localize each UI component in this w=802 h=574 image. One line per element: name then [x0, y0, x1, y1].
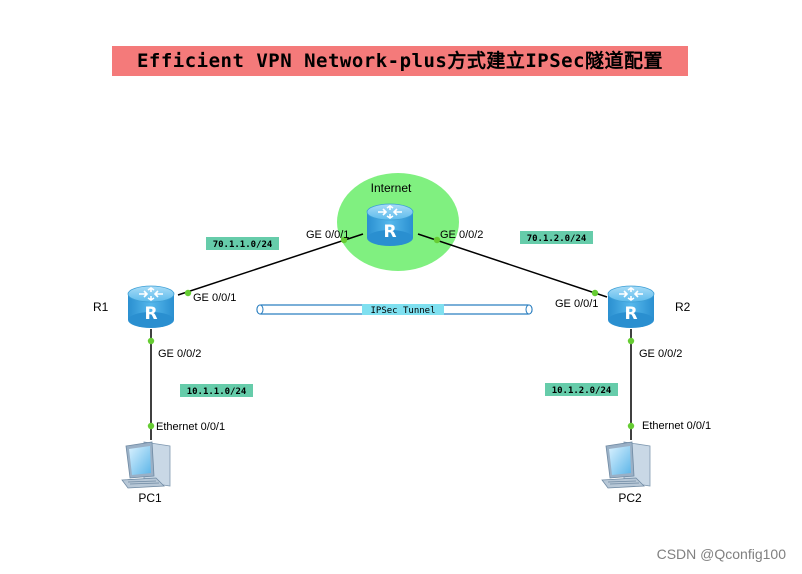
port-pc1	[147, 422, 155, 430]
net-right-lan-text: 10.1.2.0/24	[552, 386, 612, 396]
pc2[interactable]	[601, 441, 651, 489]
if-pc1: Ethernet 0/0/1	[156, 421, 225, 433]
router-r1-label: R1	[93, 300, 109, 314]
watermark: CSDN @Qconfig100	[656, 546, 786, 562]
port-r1-up	[184, 289, 192, 297]
port-net-right	[433, 236, 441, 244]
internet-label: Internet	[371, 181, 412, 195]
router-r2[interactable]: R	[607, 285, 655, 329]
router-r2-label: R2	[675, 300, 691, 314]
net-right-wan: 70.1.2.0/24	[520, 231, 593, 244]
router-r2-glyph: R	[624, 304, 637, 324]
port-net-left	[340, 236, 348, 244]
links	[150, 233, 632, 440]
diagram-title: Efficient VPN Network-plus方式建立IPSec隧道配置	[112, 46, 688, 76]
router-r1-glyph: R	[144, 304, 157, 324]
net-left-lan-text: 10.1.1.0/24	[187, 387, 247, 397]
pc1-label: PC1	[138, 491, 162, 505]
port-r2-up	[591, 289, 599, 297]
link-internet-r2	[417, 233, 608, 298]
net-right-wan-text: 70.1.2.0/24	[527, 234, 587, 244]
pc2-label: PC2	[618, 491, 642, 505]
if-net-left: GE 0/0/1	[306, 229, 349, 241]
port-r2-down	[627, 337, 635, 345]
router-r1[interactable]: R	[127, 285, 175, 329]
if-net-right: GE 0/0/2	[440, 229, 483, 241]
net-left-wan: 70.1.1.0/24	[206, 237, 279, 250]
port-r1-down	[147, 337, 155, 345]
if-r2-up: GE 0/0/1	[555, 298, 598, 310]
if-r1-up: GE 0/0/1	[193, 292, 236, 304]
ipsec-tunnel: IPSec Tunnel	[256, 304, 533, 316]
port-pc2	[627, 422, 635, 430]
port-dots	[147, 236, 635, 430]
tunnel-label: IPSec Tunnel	[370, 306, 435, 316]
if-pc2: Ethernet 0/0/1	[642, 420, 711, 432]
net-left-lan: 10.1.1.0/24	[180, 384, 253, 397]
pc1[interactable]	[121, 441, 171, 489]
link-r1-internet	[177, 233, 364, 296]
if-r1-down: GE 0/0/2	[158, 348, 201, 360]
net-right-lan: 10.1.2.0/24	[545, 383, 618, 396]
router-internet-glyph: R	[383, 222, 396, 242]
net-left-wan-text: 70.1.1.0/24	[213, 240, 273, 250]
router-internet[interactable]: R	[366, 203, 414, 247]
if-r2-down: GE 0/0/2	[639, 348, 682, 360]
